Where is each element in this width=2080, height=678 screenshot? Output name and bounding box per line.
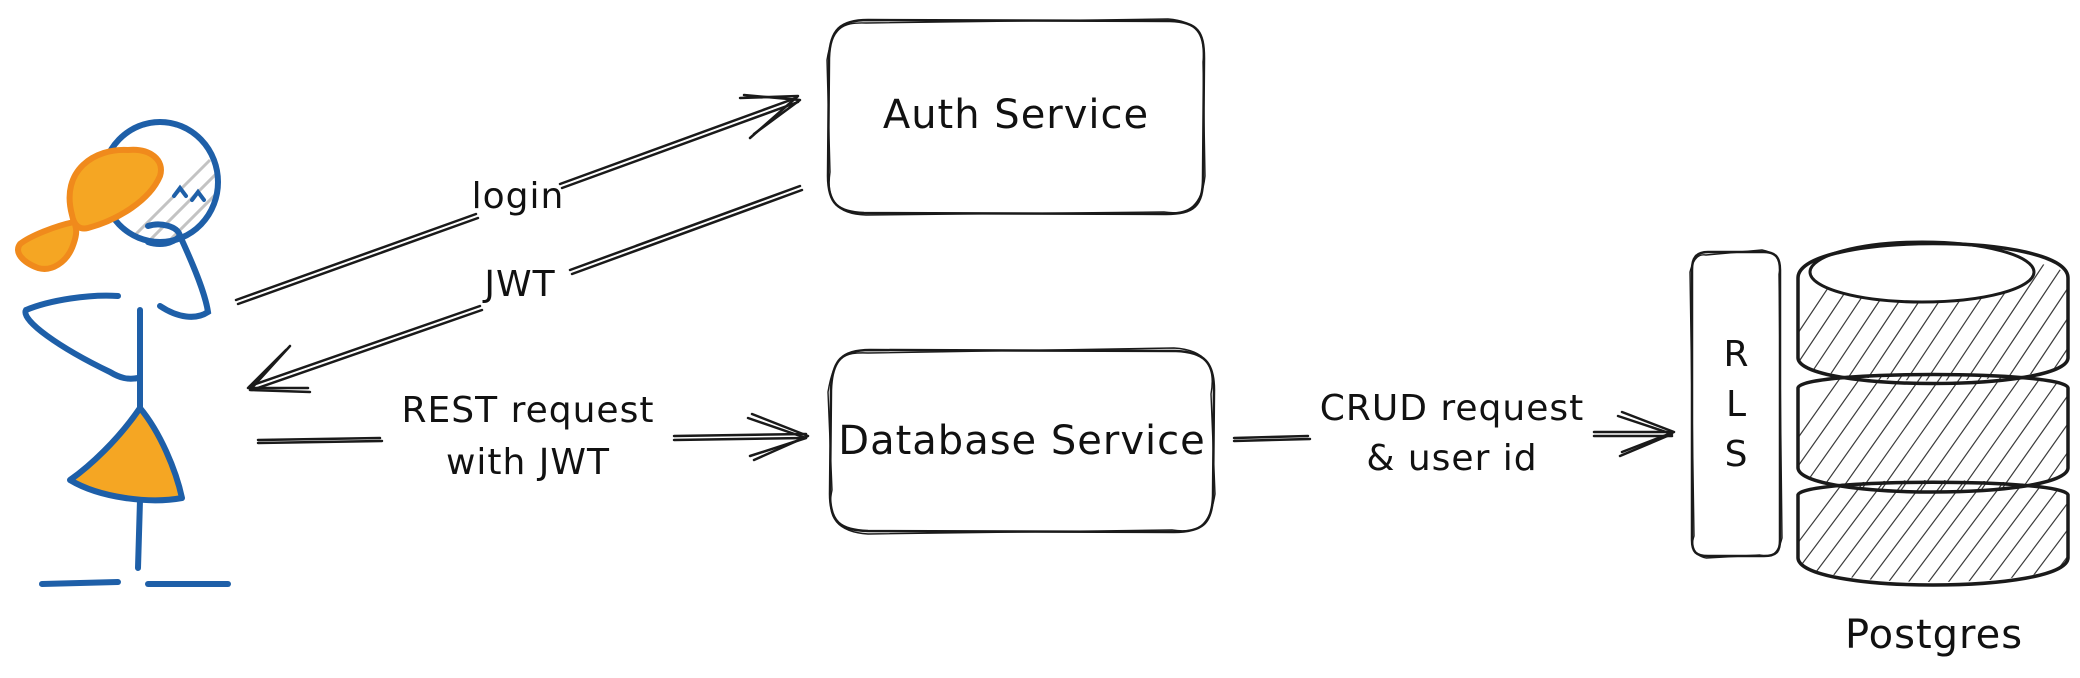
rest-arrow-line-start: [256, 436, 382, 442]
rest-arrow-line-end: [672, 432, 808, 438]
login-label: login: [472, 176, 565, 217]
user-arm-hip: [22, 292, 141, 382]
database-service-node: Database Service: [827, 347, 1216, 535]
cylinder-disk-1: [1796, 241, 2070, 386]
user-legs: [135, 497, 143, 571]
jwt-arrow-line: [568, 184, 802, 272]
login-arrow-line: [234, 212, 478, 302]
jwt-label: JWT: [482, 264, 555, 305]
crud-arrowhead: [1620, 410, 1676, 454]
cylinder-disk-2: [1796, 372, 2070, 494]
rls-box-sketch: [1689, 249, 1783, 559]
user-skirt: [67, 405, 185, 504]
login-arrow-line-after: [558, 96, 798, 186]
login-arrowhead-2: [742, 93, 802, 136]
user-hair: [66, 146, 164, 232]
auth-service-box-sketch: [826, 18, 1206, 216]
rest-label-line2: with JWT: [446, 442, 610, 483]
auth-service-node: Auth Service: [826, 18, 1206, 216]
crud-label-line2: & user id: [1366, 438, 1537, 479]
rest-arrowhead: [750, 412, 810, 462]
rest-arrow-line-end-2: [672, 436, 808, 442]
rls-node: R L S: [1689, 249, 1783, 559]
user-ponytail: [15, 219, 80, 272]
user-forearm: [157, 233, 212, 320]
jwt-arrow-line-2: [570, 188, 804, 276]
rls-letter-r: R: [1723, 334, 1748, 375]
user-figure: [15, 119, 231, 587]
jwt-arrow-line-after-2: [250, 308, 484, 392]
user-eye-left: [172, 184, 188, 198]
postgres-label: Postgres: [1845, 612, 2023, 658]
jwt-arrowhead-2: [248, 344, 312, 394]
user-foot-left: [39, 579, 121, 587]
postgres-node: Postgres: [1796, 240, 2070, 658]
edge-crud-request: CRUD request & user id: [1232, 388, 1676, 479]
face-hatching: [108, 158, 216, 240]
edge-rest-request: REST request with JWT: [256, 390, 810, 483]
rls-letter-s: S: [1725, 434, 1748, 475]
login-arrowhead: [738, 94, 800, 140]
crud-arrow-line-start-2: [1232, 437, 1312, 443]
auth-service-label: Auth Service: [883, 92, 1149, 138]
rest-label-line1: REST request: [402, 390, 655, 431]
database-service-box-sketch: [827, 347, 1216, 535]
cylinder-disk-3: [1796, 480, 2070, 587]
jwt-arrow-line-after: [248, 304, 482, 388]
crud-label-line1: CRUD request: [1320, 388, 1585, 429]
login-arrow-line-after-2: [560, 100, 800, 190]
edge-login: login: [234, 93, 802, 306]
rest-arrowhead-2: [746, 416, 808, 458]
rest-arrow-line-start-2: [256, 439, 384, 445]
rls-letter-l: L: [1726, 384, 1746, 425]
postgres-cylinder-icon: [1796, 240, 2070, 587]
user-eye-right: [190, 188, 206, 202]
login-arrow-line-2: [236, 216, 480, 306]
crud-arrow-line-start: [1232, 434, 1310, 440]
database-service-label: Database Service: [838, 418, 1205, 464]
edge-jwt: JWT: [246, 184, 804, 394]
crud-arrowhead-2: [1616, 414, 1674, 458]
